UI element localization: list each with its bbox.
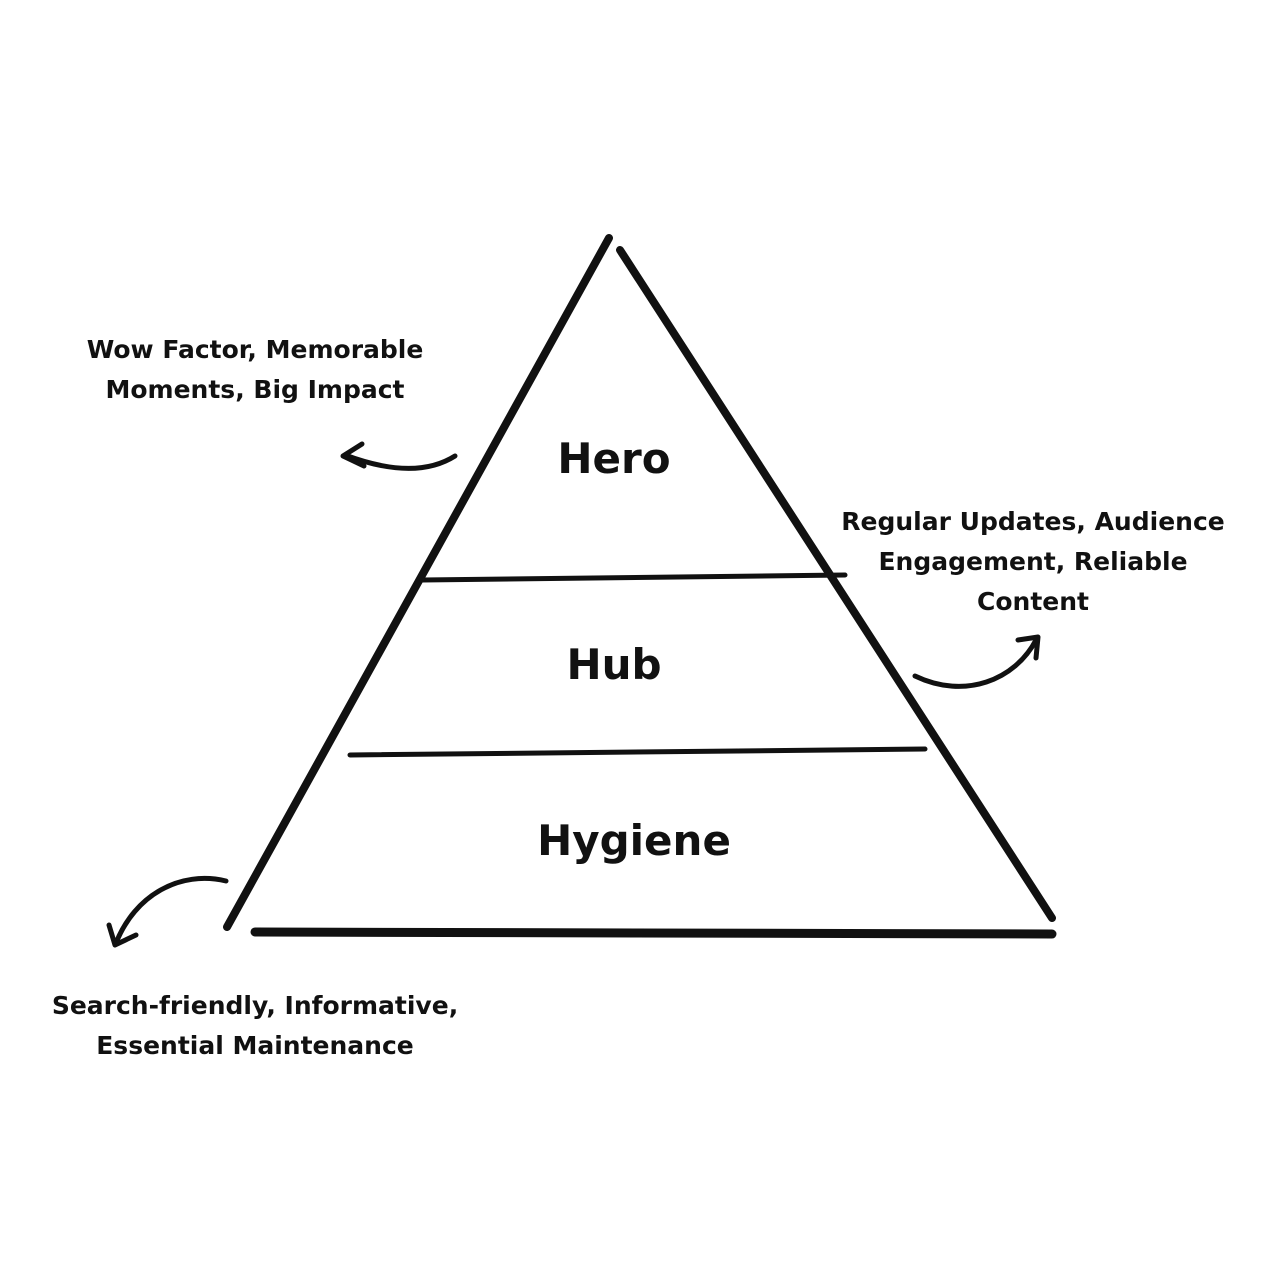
hygiene-arrow-icon (106, 875, 229, 948)
hub-annotation: Regular Updates, Audience Engagement, Re… (818, 502, 1248, 622)
pyramid-right-edge (616, 246, 1056, 922)
hub-annotation-line: Regular Updates, Audience (841, 507, 1225, 536)
divider-hero-hub (419, 572, 848, 583)
pyramid-left-edge (223, 234, 613, 931)
hero-annotation-line: Wow Factor, Memorable (86, 335, 424, 364)
hygiene-annotation-line: Search-friendly, Informative, (51, 991, 459, 1020)
tier-label-hero: Hero (557, 434, 671, 483)
hero-arrow-icon (340, 441, 458, 471)
hygiene-annotation: Search-friendly, Informative, Essential … (30, 986, 480, 1066)
tier-label-hygiene: Hygiene (537, 816, 731, 865)
hero-annotation: Wow Factor, Memorable Moments, Big Impac… (60, 330, 450, 410)
hub-arrow-icon (912, 634, 1041, 689)
hub-annotation-line: Content (977, 587, 1089, 616)
hygiene-annotation-line: Essential Maintenance (96, 1031, 414, 1060)
hub-annotation-line: Engagement, Reliable (878, 547, 1188, 576)
tier-label-hub: Hub (566, 640, 662, 689)
pyramid-base (250, 927, 1057, 939)
hero-annotation-line: Moments, Big Impact (105, 375, 405, 404)
divider-hub-hygiene (347, 746, 928, 758)
